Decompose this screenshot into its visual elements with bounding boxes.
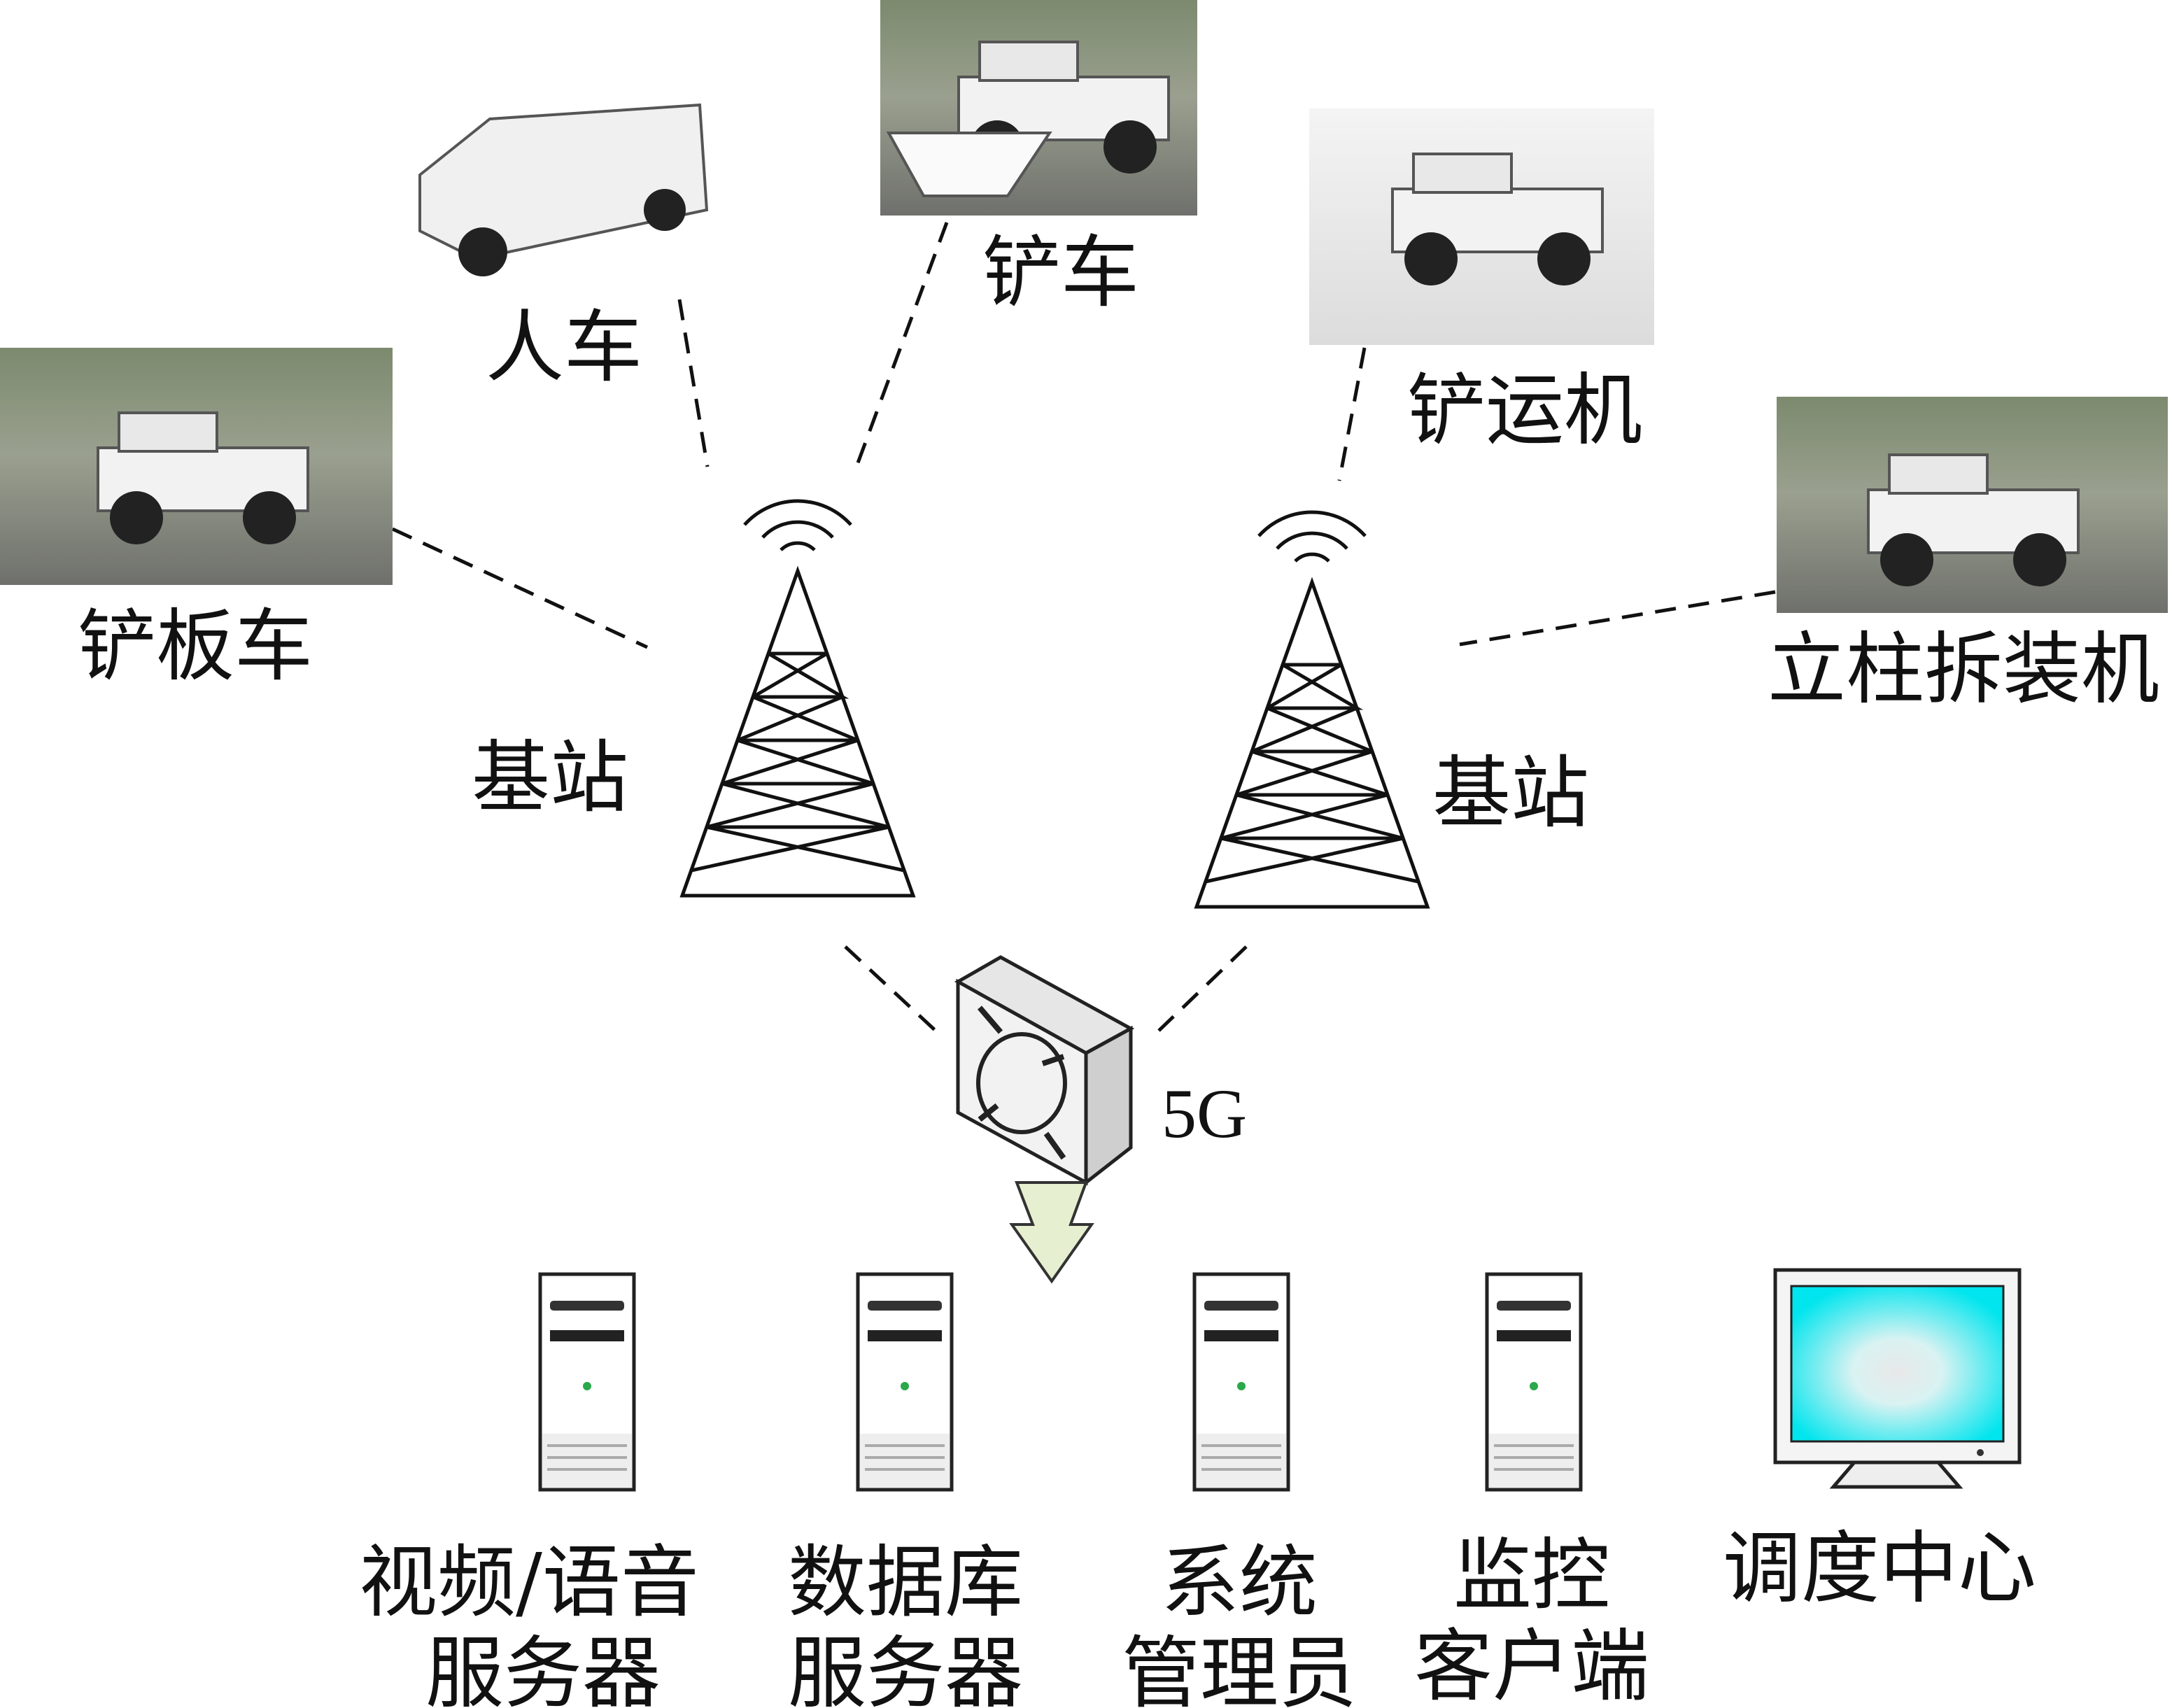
scraper-truck-label: 铲板车 — [78, 601, 313, 692]
endpoint-label-line1: 调度中心 — [1723, 1523, 2036, 1614]
vehicle-scraper-truck: 铲板车 — [0, 348, 393, 692]
loader-label: 铲运机 — [1407, 365, 1642, 456]
endpoint-label-line1: 监控 — [1453, 1530, 1610, 1621]
switch-label: 5G — [1162, 1075, 1247, 1152]
shovel-car-label: 铲车 — [982, 227, 1139, 318]
server-icon — [1487, 1274, 1581, 1490]
switch-icon — [976, 1032, 1067, 1134]
vehicle-personnel-car: 人车 — [404, 76, 713, 393]
tower-icon — [682, 501, 913, 896]
base-station-label: 基站 — [1432, 748, 1589, 839]
down-arrow-icon — [1009, 1181, 1094, 1284]
vehicle-loader: 铲运机 — [1309, 108, 1654, 456]
base-station-left: 基站 — [472, 501, 913, 896]
endpoint-label-line1: 系统 — [1161, 1537, 1318, 1628]
monitor-icon — [1773, 1268, 2022, 1489]
endpoint-label-line1: 视频/语音 — [359, 1537, 699, 1628]
endpoint-label-line2: 服务器 — [788, 1628, 1023, 1708]
endpoint-system-admin: 系统 管理员 — [1122, 1274, 1357, 1708]
vehicle-shovel-car: 铲车 — [880, 0, 1197, 318]
endpoint-database-server: 数据库 服务器 — [788, 1274, 1023, 1708]
endpoint-label-line1: 数据库 — [788, 1537, 1023, 1628]
prop-machine-label: 立柱拆装机 — [1768, 624, 2159, 715]
server-icon — [1194, 1274, 1288, 1490]
5g-switch: 5G — [954, 955, 1247, 1187]
endpoint-dispatch-center: 调度中心 — [1723, 1268, 2036, 1614]
endpoint-label-line2: 客户端 — [1414, 1621, 1649, 1708]
server-icon — [540, 1274, 634, 1490]
endpoint-label-line2: 管理员 — [1122, 1628, 1357, 1708]
endpoint-monitor-client: 监控 客户端 — [1414, 1274, 1649, 1708]
base-station-right: 基站 — [1197, 512, 1589, 907]
personnel-car-label: 人车 — [486, 302, 642, 393]
connection-lines — [391, 222, 1776, 1032]
server-icon — [858, 1274, 952, 1490]
endpoint-label-line2: 服务器 — [425, 1628, 661, 1708]
vehicle-prop-machine: 立柱拆装机 — [1768, 397, 2168, 715]
base-station-label: 基站 — [472, 733, 628, 824]
tower-icon — [1197, 512, 1427, 907]
endpoint-video-voice-server: 视频/语音 服务器 — [359, 1274, 699, 1708]
